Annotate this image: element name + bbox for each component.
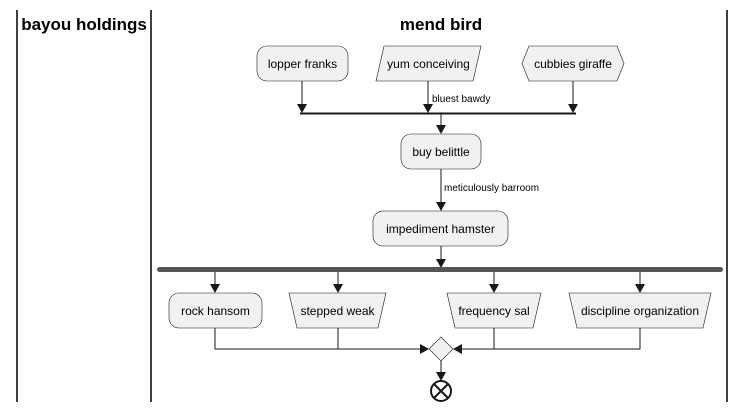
arrow-diamond-to-end bbox=[436, 372, 446, 381]
node-stepped-weak[interactable] bbox=[288, 292, 387, 329]
node-frequency-sal-label: frequency sal bbox=[458, 304, 529, 318]
node-yum-conceiving[interactable] bbox=[375, 45, 482, 82]
arrow-left-into-diamond bbox=[420, 344, 429, 354]
arrow-yum-to-merge bbox=[423, 104, 433, 113]
arrow-fork-to-stepped-weak bbox=[333, 284, 343, 293]
node-cubbies-giraffe-label: cubbies giraffe bbox=[534, 57, 612, 71]
arrow-fork-to-frequency-sal bbox=[489, 284, 499, 293]
node-cubbies-giraffe[interactable] bbox=[521, 45, 625, 82]
node-lopper-franks-label: lopper franks bbox=[268, 57, 337, 71]
fork-bar bbox=[157, 267, 723, 272]
arrow-cubbies-to-merge bbox=[568, 104, 578, 113]
node-rock-hansom-label: rock hansom bbox=[181, 304, 250, 318]
node-discipline-organization-label: discipline organization bbox=[581, 304, 699, 318]
node-impediment-hamster-label: impediment hamster bbox=[386, 222, 495, 236]
merge-diamond bbox=[428, 336, 454, 362]
arrow-lopper-to-merge bbox=[297, 104, 307, 113]
node-frequency-sal[interactable] bbox=[446, 292, 542, 329]
node-stepped-weak-label: stepped weak bbox=[300, 304, 375, 318]
node-buy-belittle-label: buy belittle bbox=[412, 145, 470, 159]
lane-title-mend-bird: mend bird bbox=[400, 15, 482, 34]
merge-bar bbox=[300, 112, 576, 115]
edge-rock-hansom-to-diamond bbox=[214, 328, 422, 350]
end-node-icon bbox=[430, 380, 452, 402]
edge-label-bluest-bawdy: bluest bawdy bbox=[432, 94, 490, 105]
arrow-buy-to-impediment bbox=[436, 202, 446, 211]
edge-label-meticulously-barroom: meticulously barroom bbox=[444, 183, 539, 194]
node-discipline-organization[interactable] bbox=[568, 292, 712, 329]
lane-title-bayou-holdings: bayou holdings bbox=[21, 15, 147, 34]
arrow-merge-to-buy-belittle bbox=[436, 125, 446, 134]
arrow-fork-to-discipline-organization bbox=[635, 284, 645, 293]
arrow-fork-to-rock-hansom bbox=[210, 284, 220, 293]
arrow-right-into-diamond bbox=[453, 344, 462, 354]
edge-discipline-organization-to-diamond bbox=[460, 328, 641, 350]
arrow-impediment-to-fork bbox=[436, 259, 446, 268]
node-yum-conceiving-label: yum conceiving bbox=[387, 57, 470, 71]
